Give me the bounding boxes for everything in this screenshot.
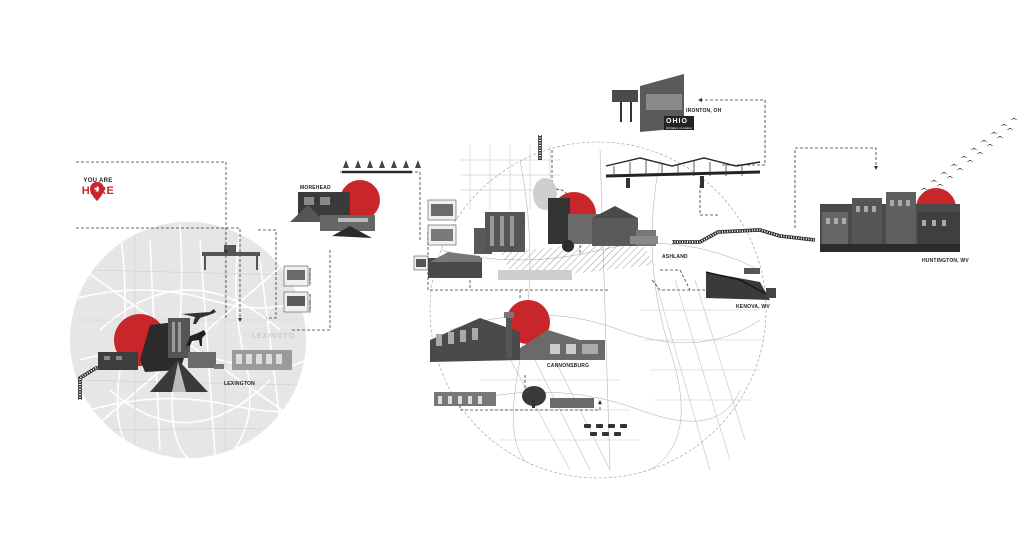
place-ironton: IRONTON, OH — [686, 108, 722, 114]
lexington-collage — [98, 318, 292, 392]
train-collage — [428, 228, 572, 280]
street-grid-left — [460, 145, 560, 210]
cannonsburg-collage — [430, 312, 605, 362]
photo-caption-1: MOREHEAD — [308, 268, 312, 286]
train-cones — [343, 160, 421, 168]
place-huntington: HUNTINGTON, WV — [922, 258, 969, 264]
place-cannonsburg: CANNONSBURG — [547, 363, 590, 369]
ohio-sign-text: OHIO — [666, 118, 688, 125]
location-pin-icon — [90, 182, 104, 201]
here-label: HERE — [81, 185, 115, 197]
ohio-sign-tagline: birthplace of aviation — [666, 126, 692, 130]
arrowheads — [224, 98, 878, 404]
place-lexington: LEXINGTON — [224, 381, 255, 387]
car-icons — [584, 424, 627, 436]
photo-caption-2: KY CENTRAL — [308, 294, 312, 314]
ohio-sign-collage — [612, 74, 694, 132]
ashland-skyline — [485, 178, 658, 252]
lexington-map-text: LEXINGTO — [252, 333, 296, 340]
overpass-structure — [202, 245, 260, 270]
morehead-collage — [290, 192, 375, 238]
truss-bridge — [605, 157, 761, 188]
you-are-label: YOU ARE — [83, 178, 113, 184]
place-morehead: MOREHEAD — [300, 185, 331, 191]
kenova-collage — [705, 268, 776, 300]
photo-thumbnails — [283, 199, 457, 313]
huntington-collage — [820, 192, 960, 252]
you-are-here-label: YOU ARE HERE — [78, 178, 118, 197]
horse-icon — [186, 330, 206, 346]
place-ashland: ASHLAND — [662, 254, 688, 260]
airplane-icon — [182, 309, 216, 324]
bird-flock-icon — [920, 118, 1018, 190]
lexington-map-circle — [70, 222, 306, 458]
storefront-collage — [434, 386, 594, 408]
place-kenova: KENOVA, WV — [736, 304, 770, 310]
